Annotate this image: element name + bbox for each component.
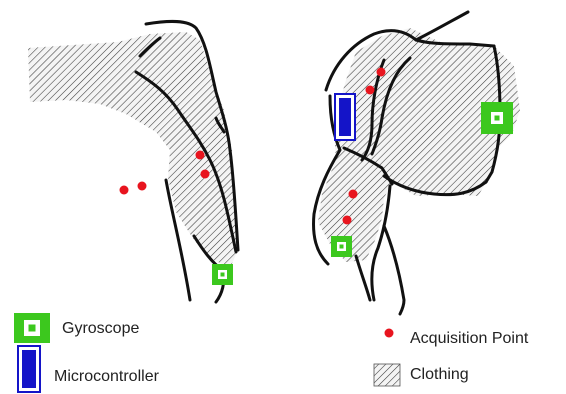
acquisition-point [377,68,386,77]
microcontroller-marker [335,94,355,140]
legend-clothing-label: Clothing [410,366,469,384]
right-clothing-region [318,28,520,262]
legend-gyroscope-label: Gyroscope [62,320,139,338]
legend-microcontroller-swatch [18,346,40,392]
legend-acquisition-point-swatch [385,329,394,338]
right-arm-forearm-inner [384,226,404,314]
left-clothing-region [28,32,238,268]
acquisition-point [201,170,210,179]
legend-clothing-swatch [374,364,400,386]
gyroscope-marker [481,102,513,134]
gyroscope-marker [331,236,352,257]
acquisition-point [343,216,352,225]
legend-acquisition-point-label: Acquisition Point [410,330,528,348]
acquisition-point [366,86,375,95]
gyroscope-marker [212,264,233,285]
legend-microcontroller-label: Microcontroller [54,368,159,386]
right-arm-wrist-line [356,256,370,300]
acquisition-point [138,182,147,191]
acquisition-point [349,190,358,199]
right-torso-figure [314,12,520,314]
left-arm-figure [28,21,238,302]
acquisition-point [120,186,129,195]
legend-gyroscope-swatch [14,313,50,343]
acquisition-point [196,151,205,160]
